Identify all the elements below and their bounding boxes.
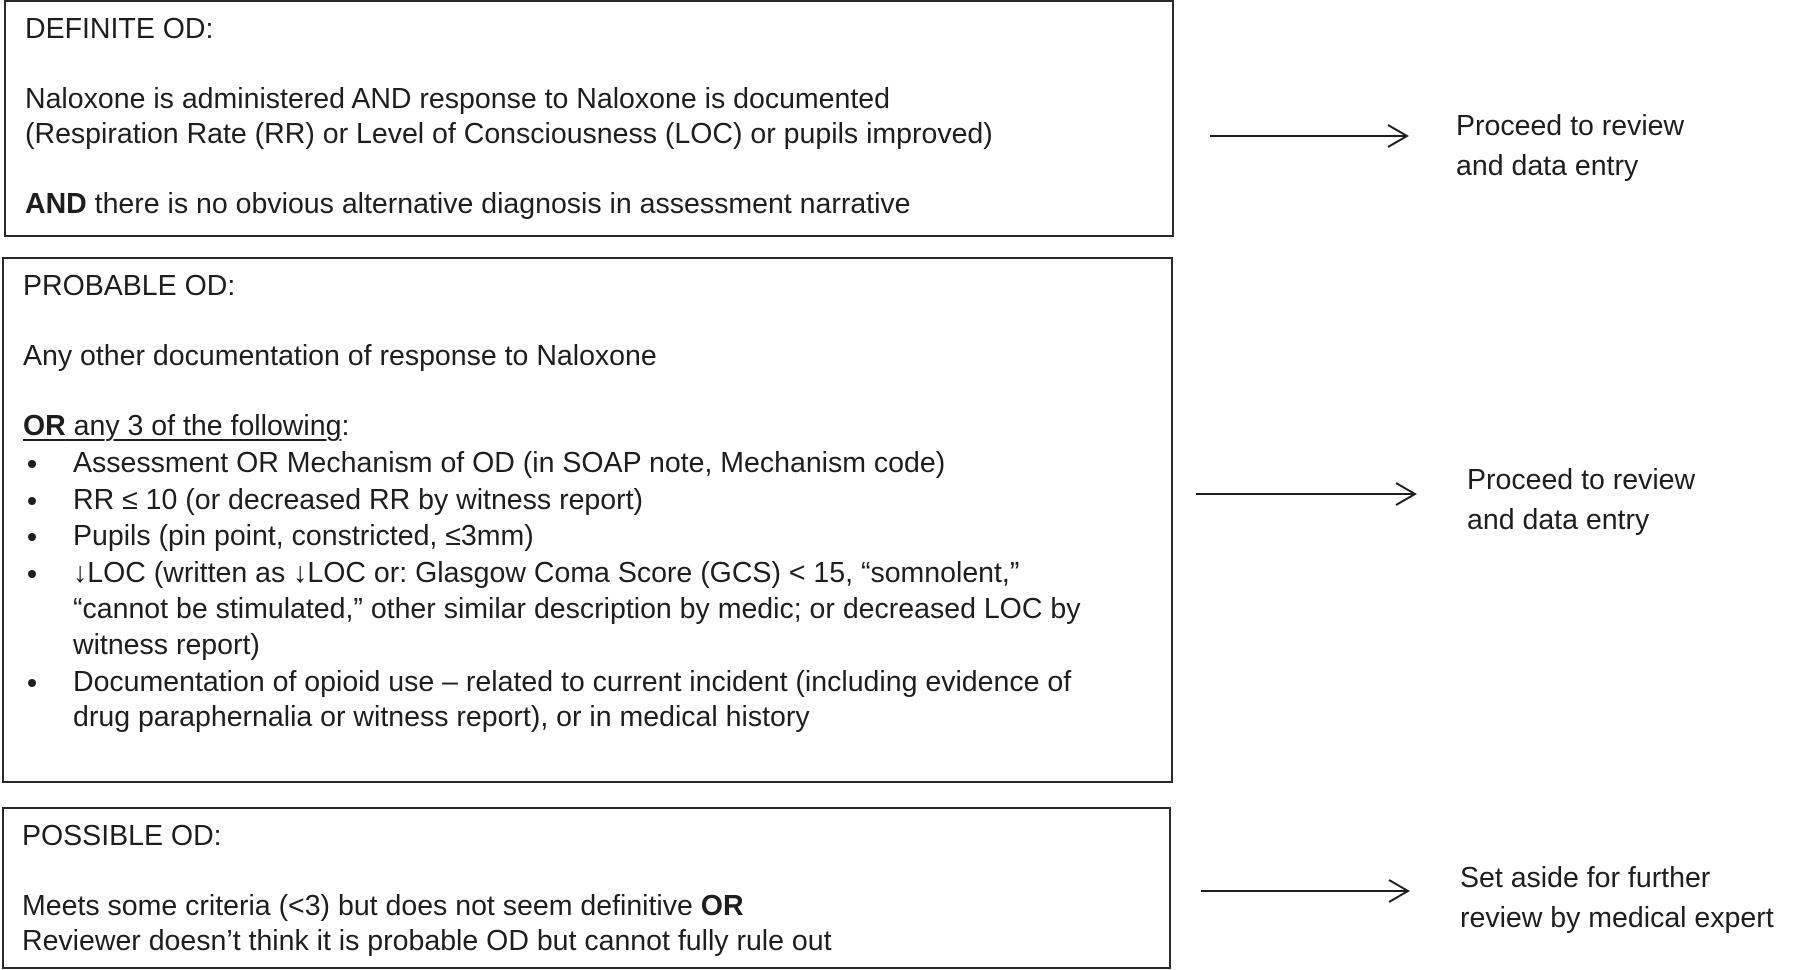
- possible-od-line-2: Reviewer doesn’t think it is probable OD…: [22, 925, 832, 957]
- bullet-dot-5: [28, 679, 36, 687]
- probable-criterion-2: RR ≤ 10 (or decreased RR by witness repo…: [73, 484, 644, 516]
- probable-criterion-5-line-1: Documentation of opioid use – related to…: [73, 666, 1072, 698]
- bullet-dot-1: [28, 460, 36, 468]
- definite-outcome-line-1: Proceed to review: [1456, 110, 1685, 142]
- possible-outcome: Set aside for further review by medical …: [1460, 858, 1774, 938]
- probable-criterion-4-line-3: witness report): [73, 629, 260, 661]
- probable-outcome: Proceed to review and data entry: [1467, 460, 1695, 540]
- definite-arrow-icon: [1210, 124, 1410, 148]
- probable-od-heading: PROBABLE OD:: [23, 270, 236, 302]
- definite-od-criteria-line-1: Naloxone is administered AND response to…: [25, 83, 890, 115]
- definite-outcome: Proceed to review and data entry: [1456, 106, 1684, 186]
- probable-or-colon: :: [341, 410, 350, 442]
- possible-od-heading: POSSIBLE OD:: [22, 820, 222, 852]
- probable-or-keyword: OR: [23, 410, 66, 442]
- possible-od-line-1: Meets some criteria (<3) but does not se…: [22, 889, 744, 924]
- probable-criterion-4-line-1: ↓LOC (written as ↓LOC or: Glasgow Coma S…: [73, 557, 1020, 589]
- probable-outcome-line-1: Proceed to review: [1467, 464, 1696, 496]
- definite-outcome-line-2: and data entry: [1456, 150, 1639, 182]
- bullet-dot-3: [28, 533, 36, 541]
- probable-od-box: [2, 257, 1173, 783]
- probable-criterion-4-line-2: “cannot be stimulated,” other similar de…: [73, 593, 1081, 625]
- possible-outcome-line-1: Set aside for further: [1460, 862, 1711, 894]
- definite-line-3-text: there is no obvious alternative diagnosi…: [86, 188, 911, 220]
- possible-outcome-line-2: review by medical expert: [1460, 902, 1774, 934]
- probable-arrow-icon: [1196, 482, 1418, 506]
- possible-or-keyword: OR: [700, 890, 744, 922]
- probable-or-text: any 3 of the following: [65, 410, 342, 442]
- definite-and-keyword: AND: [25, 188, 87, 220]
- definite-od-criteria-line-3: AND there is no obvious alternative diag…: [25, 187, 911, 222]
- bullet-dot-2: [28, 497, 36, 505]
- probable-od-line-1: Any other documentation of response to N…: [23, 340, 657, 372]
- definite-od-box: [4, 0, 1174, 237]
- definite-od-criteria-line-2: (Respiration Rate (RR) or Level of Consc…: [25, 118, 993, 150]
- probable-od-or-line: OR any 3 of the following:: [23, 409, 349, 444]
- probable-criterion-1: Assessment OR Mechanism of OD (in SOAP n…: [73, 447, 946, 479]
- possible-line-1-text: Meets some criteria (<3) but does not se…: [22, 890, 701, 922]
- possible-arrow-icon: [1201, 879, 1411, 903]
- probable-criterion-5-line-2: drug paraphernalia or witness report), o…: [73, 701, 810, 733]
- probable-criterion-3: Pupils (pin point, constricted, ≤3mm): [73, 520, 534, 552]
- probable-outcome-line-2: and data entry: [1467, 504, 1650, 536]
- definite-od-heading: DEFINITE OD:: [25, 13, 214, 45]
- possible-od-box: [2, 807, 1171, 969]
- bullet-dot-4: [28, 570, 36, 578]
